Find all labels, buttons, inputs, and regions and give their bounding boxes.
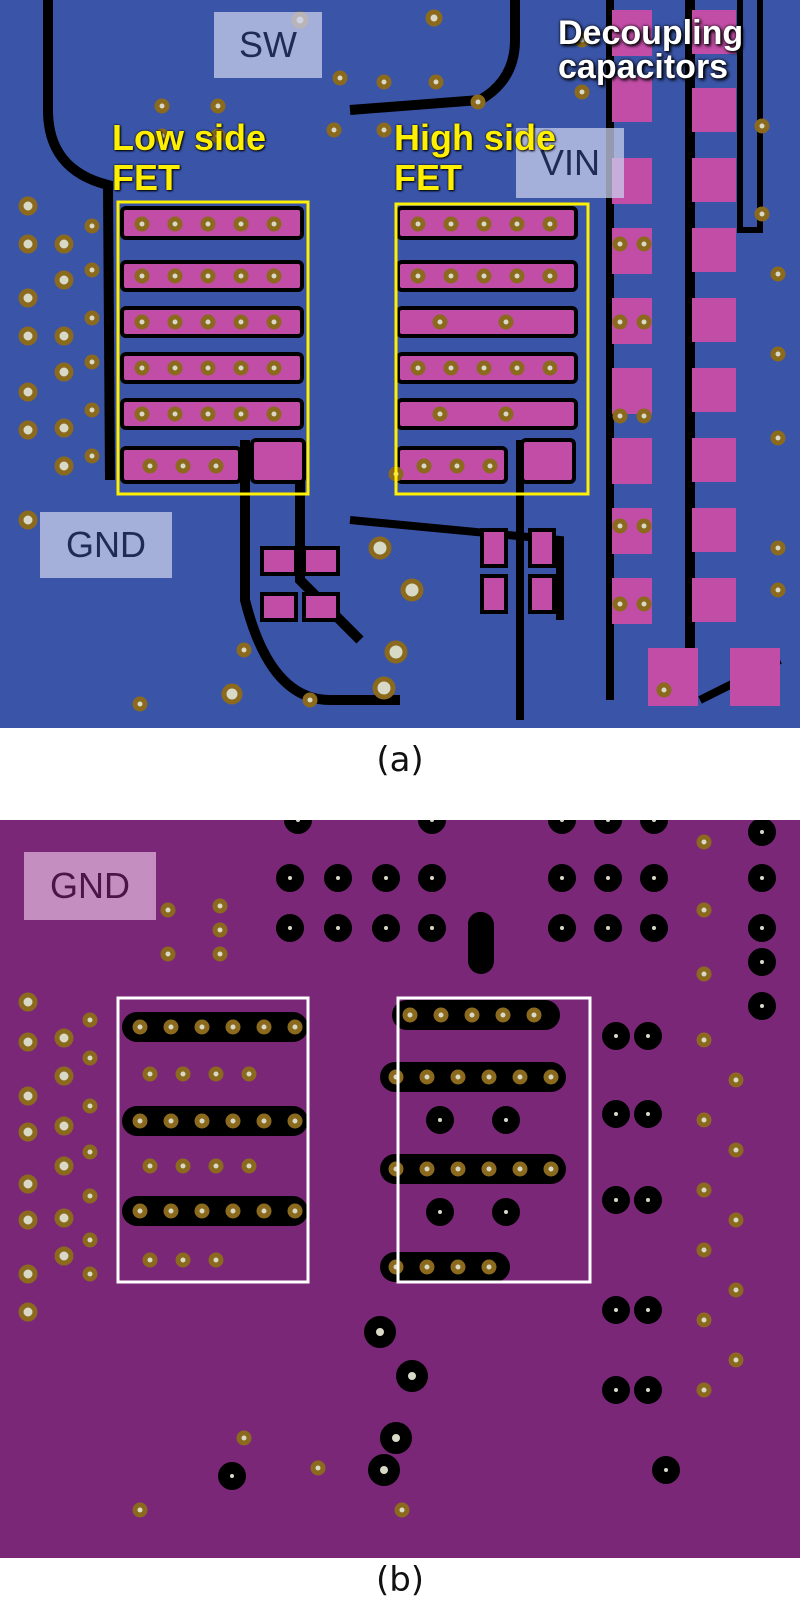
low-side-fet-line1: Low side xyxy=(112,117,267,158)
vin-net-label: VIN xyxy=(516,128,624,198)
sw-net-label: SW xyxy=(214,12,322,78)
decoupling-capacitors-label: Decoupling capacitors xyxy=(558,16,743,84)
high-side-fet-line2: FET xyxy=(394,157,462,198)
decoupling-line1: Decoupling xyxy=(558,14,744,52)
low-side-fet-line2: FET xyxy=(112,157,180,198)
high-side-fet-line1: High side xyxy=(394,117,557,158)
gnd-net-label-b: GND xyxy=(24,852,156,920)
inner-layer-pcb xyxy=(0,806,800,1558)
panel-a-top-layer: SW VIN GND Low side FET High side FET De… xyxy=(0,0,800,728)
decoupling-line2: capacitors xyxy=(558,48,729,86)
low-side-fet-label: Low side FET xyxy=(112,118,266,198)
caption-b: (b) xyxy=(375,1560,425,1600)
top-layer-pcb xyxy=(0,0,800,728)
caption-a: (a) xyxy=(376,740,424,780)
gnd-net-label: GND xyxy=(40,512,172,578)
high-side-fet-label: High side FET xyxy=(394,118,556,198)
panel-b-inner-layer: GND xyxy=(0,806,800,1558)
